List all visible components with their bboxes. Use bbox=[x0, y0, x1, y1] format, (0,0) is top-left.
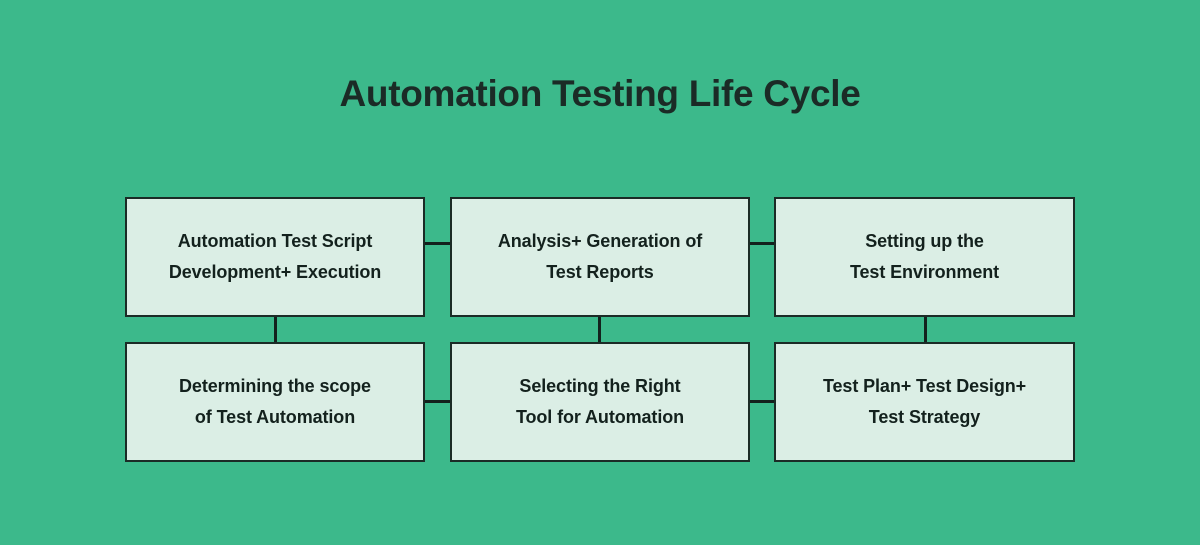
flow-box-test-plan-design-strategy[interactable]: Test Plan+ Test Design+ Test Strategy bbox=[774, 342, 1075, 462]
flow-box-selecting-right-tool-for-automation[interactable]: Selecting the Right Tool for Automation bbox=[450, 342, 750, 462]
flow-box-label: Automation Test Script Development+ Exec… bbox=[168, 231, 382, 282]
connector-col2-row1-to-row2 bbox=[598, 317, 601, 342]
flow-box-automation-test-script[interactable]: Automation Test Script Development+ Exec… bbox=[125, 197, 425, 317]
page-title: Automation Testing Life Cycle bbox=[339, 73, 861, 114]
connector-row2-col2-to-col3 bbox=[749, 400, 774, 403]
connector-col1-row1-to-row2 bbox=[274, 317, 277, 342]
flow-box-setting-up-test-environment[interactable]: Setting up the Test Environment bbox=[774, 197, 1075, 317]
flowchart-diagram: Automation Test Script Development+ Exec… bbox=[125, 197, 1075, 462]
flow-box-analysis-generation-test-reports[interactable]: Analysis+ Generation of Test Reports bbox=[450, 197, 750, 317]
flow-box-label: Determining the scope of Test Automation bbox=[179, 376, 371, 427]
flow-box-label: Selecting the Right Tool for Automation bbox=[515, 376, 685, 427]
connector-row1-col1-to-col2 bbox=[425, 242, 450, 245]
flow-box-label: Setting up the Test Environment bbox=[849, 231, 1000, 282]
connector-col3-row1-to-row2 bbox=[924, 317, 927, 342]
flow-box-determining-scope-of-test-automation[interactable]: Determining the scope of Test Automation bbox=[125, 342, 425, 462]
connector-row2-col1-to-col2 bbox=[425, 400, 450, 403]
flow-box-label: Test Plan+ Test Design+ Test Strategy bbox=[822, 376, 1027, 427]
flow-box-label: Analysis+ Generation of Test Reports bbox=[497, 231, 703, 282]
connector-row1-col2-to-col3 bbox=[750, 242, 775, 245]
